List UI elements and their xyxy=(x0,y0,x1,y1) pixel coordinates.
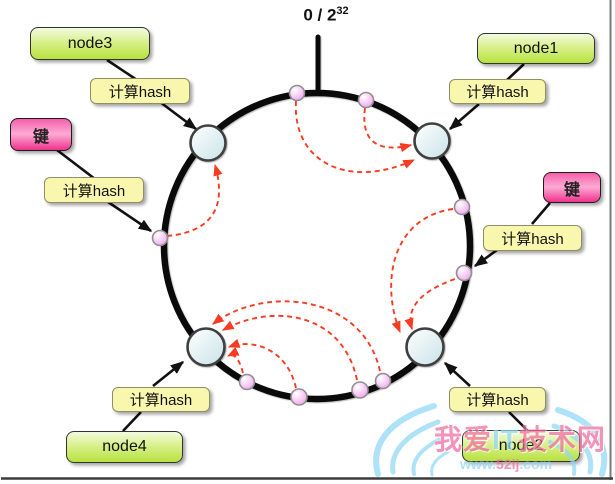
mapping-arrow-right2-to-node2 xyxy=(404,278,456,331)
connector-keyright-to-hash xyxy=(531,202,551,225)
mapping-arrow-bottom2-to-node4 xyxy=(227,338,297,389)
key-box-left: 键 xyxy=(10,118,72,151)
ring-origin-exponent: 32 xyxy=(336,5,349,17)
arrow-hash-to-node3-circle xyxy=(159,100,198,131)
key-label: 键 xyxy=(32,128,49,146)
hash-point-left xyxy=(151,229,169,247)
connector-node2-to-hash xyxy=(508,411,529,432)
hash-label: 计算hash xyxy=(108,83,172,101)
ring-origin-base: 0 / 2 xyxy=(303,5,337,25)
arrow-hash-to-node4-circle xyxy=(152,360,185,388)
arrow-hash-to-node1-circle xyxy=(448,103,480,130)
hash-point-bottom4 xyxy=(374,372,392,390)
ring-origin-label: 0 / 232 xyxy=(283,5,369,26)
hash-ring xyxy=(160,34,474,403)
hash-point-right2 xyxy=(455,264,473,282)
mapping-arrow-left-to-node3 xyxy=(166,163,223,237)
hash-label: 计算hash xyxy=(466,84,529,101)
arrow-hash-to-node2-circle xyxy=(444,362,471,387)
hash-box-node2: 计算hash xyxy=(449,387,546,412)
node2-box: node2 xyxy=(462,430,580,462)
mapping-arrow-top2-to-node1 xyxy=(363,107,413,153)
mapping-arrows xyxy=(166,100,456,389)
node3-box: node3 xyxy=(30,27,150,60)
hash-box-key-right: 计算hash xyxy=(483,225,582,251)
connector-node3-to-hash xyxy=(106,58,138,82)
node4-box: node4 xyxy=(66,431,183,463)
node4-label: node4 xyxy=(102,438,147,455)
connector-keyleft-to-hash xyxy=(56,148,96,181)
hash-label: 计算hash xyxy=(129,392,193,409)
node3-label: node3 xyxy=(67,34,113,52)
hash-point-bottom2 xyxy=(290,388,308,406)
node1-box: node1 xyxy=(477,33,595,64)
hash-point-bottom1 xyxy=(238,373,256,391)
arrow-hash-to-left-point xyxy=(107,200,153,233)
hash-point-right1 xyxy=(453,198,471,216)
node1-circle xyxy=(413,122,451,160)
hash-label: 计算hash xyxy=(62,182,126,200)
mapping-arrow-right1-to-node2 xyxy=(390,208,454,334)
hash-point-top2 xyxy=(357,91,375,109)
hash-point-top1 xyxy=(288,84,306,102)
node2-circle xyxy=(405,327,445,367)
mapping-arrow-bottom1-to-node4 xyxy=(226,347,244,374)
label-connectors xyxy=(56,58,551,432)
hash-points xyxy=(151,84,473,406)
arrow-hash-to-right-point xyxy=(473,248,498,268)
hash-box-node4: 计算hash xyxy=(112,387,210,412)
node-circles xyxy=(186,122,451,367)
node2-label: node2 xyxy=(498,437,544,454)
mapping-arrow-top1-to-node1 xyxy=(295,100,416,174)
node1-label: node1 xyxy=(513,39,559,57)
key-label: 键 xyxy=(563,181,580,199)
hash-box-key-left: 计算hash xyxy=(44,177,144,203)
hash-box-node1: 计算hash xyxy=(449,79,546,104)
connector-node4-to-hash xyxy=(122,411,142,432)
mapping-arrow-bottom4-to-node4 xyxy=(212,300,381,372)
key-box-right: 键 xyxy=(543,172,601,203)
hash-box-node3: 计算hash xyxy=(90,78,190,104)
hash-label: 计算hash xyxy=(466,392,529,409)
node4-circle xyxy=(186,327,226,367)
connector-node1-to-hash xyxy=(506,63,525,81)
hash-label: 计算hash xyxy=(501,230,564,248)
hash-point-bottom3 xyxy=(351,381,369,399)
node3-circle xyxy=(189,124,227,162)
